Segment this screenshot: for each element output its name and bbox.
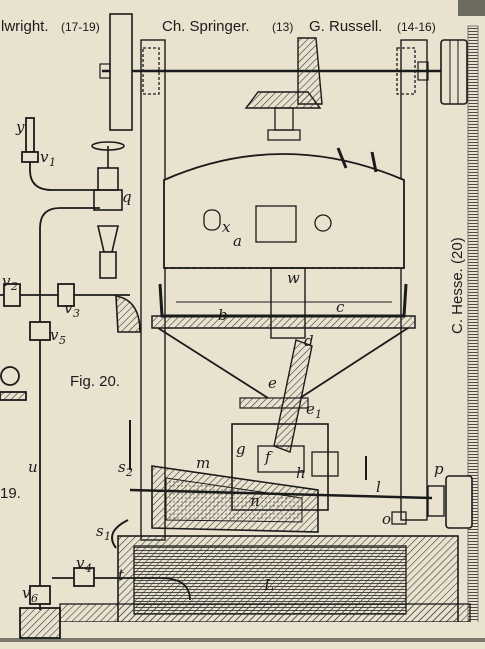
label-v1-sub: 1	[49, 156, 56, 169]
label-u: u	[28, 458, 38, 476]
label-v2: v	[2, 272, 11, 290]
label-v4: v	[76, 554, 85, 572]
label-s1-sub: 1	[104, 530, 111, 543]
valve-q	[91, 141, 141, 333]
frame-columns	[140, 39, 428, 541]
credit-left: lwright.	[1, 18, 49, 35]
vertical-bevel-gear	[297, 37, 323, 105]
label-d: d	[304, 332, 314, 350]
label-b: b	[218, 306, 228, 324]
header-band	[0, 0, 485, 44]
funnel-e	[157, 327, 409, 399]
label-g: g	[236, 440, 246, 458]
tank-L	[0, 535, 485, 649]
label-h: h	[296, 464, 306, 482]
label-o: o	[382, 510, 391, 528]
label-v2-sub: 2	[10, 280, 18, 293]
left-piping	[0, 117, 191, 639]
label-v5: v	[50, 326, 59, 344]
label-f: f	[264, 448, 273, 466]
right-bearing	[396, 47, 416, 95]
label-e: e	[268, 374, 277, 392]
label-v5-sub: 5	[59, 334, 66, 347]
figure-fragment-19: 19.	[0, 485, 21, 502]
label-w: w	[287, 269, 300, 287]
basin-b	[151, 267, 416, 339]
credit-russell-number: (14-16)	[397, 20, 436, 34]
top-shaft-assembly	[99, 13, 468, 141]
tap-x	[203, 209, 221, 231]
label-m: m	[196, 454, 210, 472]
credit-springer-number: (13)	[272, 20, 293, 34]
left-bearing	[142, 47, 160, 95]
label-t: t	[118, 566, 125, 584]
right-border	[467, 25, 479, 627]
label-v3-sub: 3	[73, 307, 80, 320]
label-a: a	[233, 232, 242, 250]
outlet-pipe-s1	[111, 519, 129, 549]
label-s2: s	[118, 458, 126, 476]
diagram-labels: y v 1 q x a w c b v 2 v 3 v 5 d Fig. 20.…	[0, 118, 444, 605]
bearing-o	[391, 511, 407, 525]
label-v1: v	[40, 148, 49, 166]
label-v3: v	[64, 299, 73, 317]
label-L: L	[263, 576, 274, 594]
label-e1: e	[306, 400, 315, 418]
drive-pulley-p	[445, 475, 473, 529]
figure-caption: Fig. 20.	[70, 373, 120, 390]
label-s2-sub: 2	[125, 466, 133, 479]
label-v4-sub: 4	[84, 562, 92, 575]
credit-left-number: (17-19)	[61, 20, 100, 34]
label-l: l	[376, 478, 381, 496]
side-credit-hesse: C. Hesse. (20)	[449, 237, 466, 334]
right-pulley	[440, 39, 468, 105]
label-y: y	[15, 118, 25, 136]
sight-fitting	[255, 205, 297, 243]
label-c: c	[336, 298, 345, 316]
left-pulley	[109, 13, 133, 131]
label-v6: v	[22, 584, 31, 602]
connecting-rod-d	[273, 339, 313, 453]
horizontal-bevel-gear	[244, 91, 322, 109]
credit-russell: G. Russell.	[309, 18, 382, 35]
label-v6-sub: 6	[31, 592, 38, 605]
vessel-a	[163, 147, 405, 269]
credit-springer: Ch. Springer.	[162, 18, 250, 35]
corner-frame-mark	[458, 0, 485, 16]
main-shaft-l	[129, 488, 433, 500]
conical-mill	[111, 420, 473, 549]
spindle-w	[270, 267, 306, 339]
label-s1: s	[96, 522, 104, 540]
label-p: p	[434, 460, 444, 478]
label-q: q	[122, 188, 132, 206]
label-x: x	[222, 218, 231, 236]
label-n: n	[250, 492, 260, 510]
label-e1-sub: 1	[315, 408, 322, 421]
